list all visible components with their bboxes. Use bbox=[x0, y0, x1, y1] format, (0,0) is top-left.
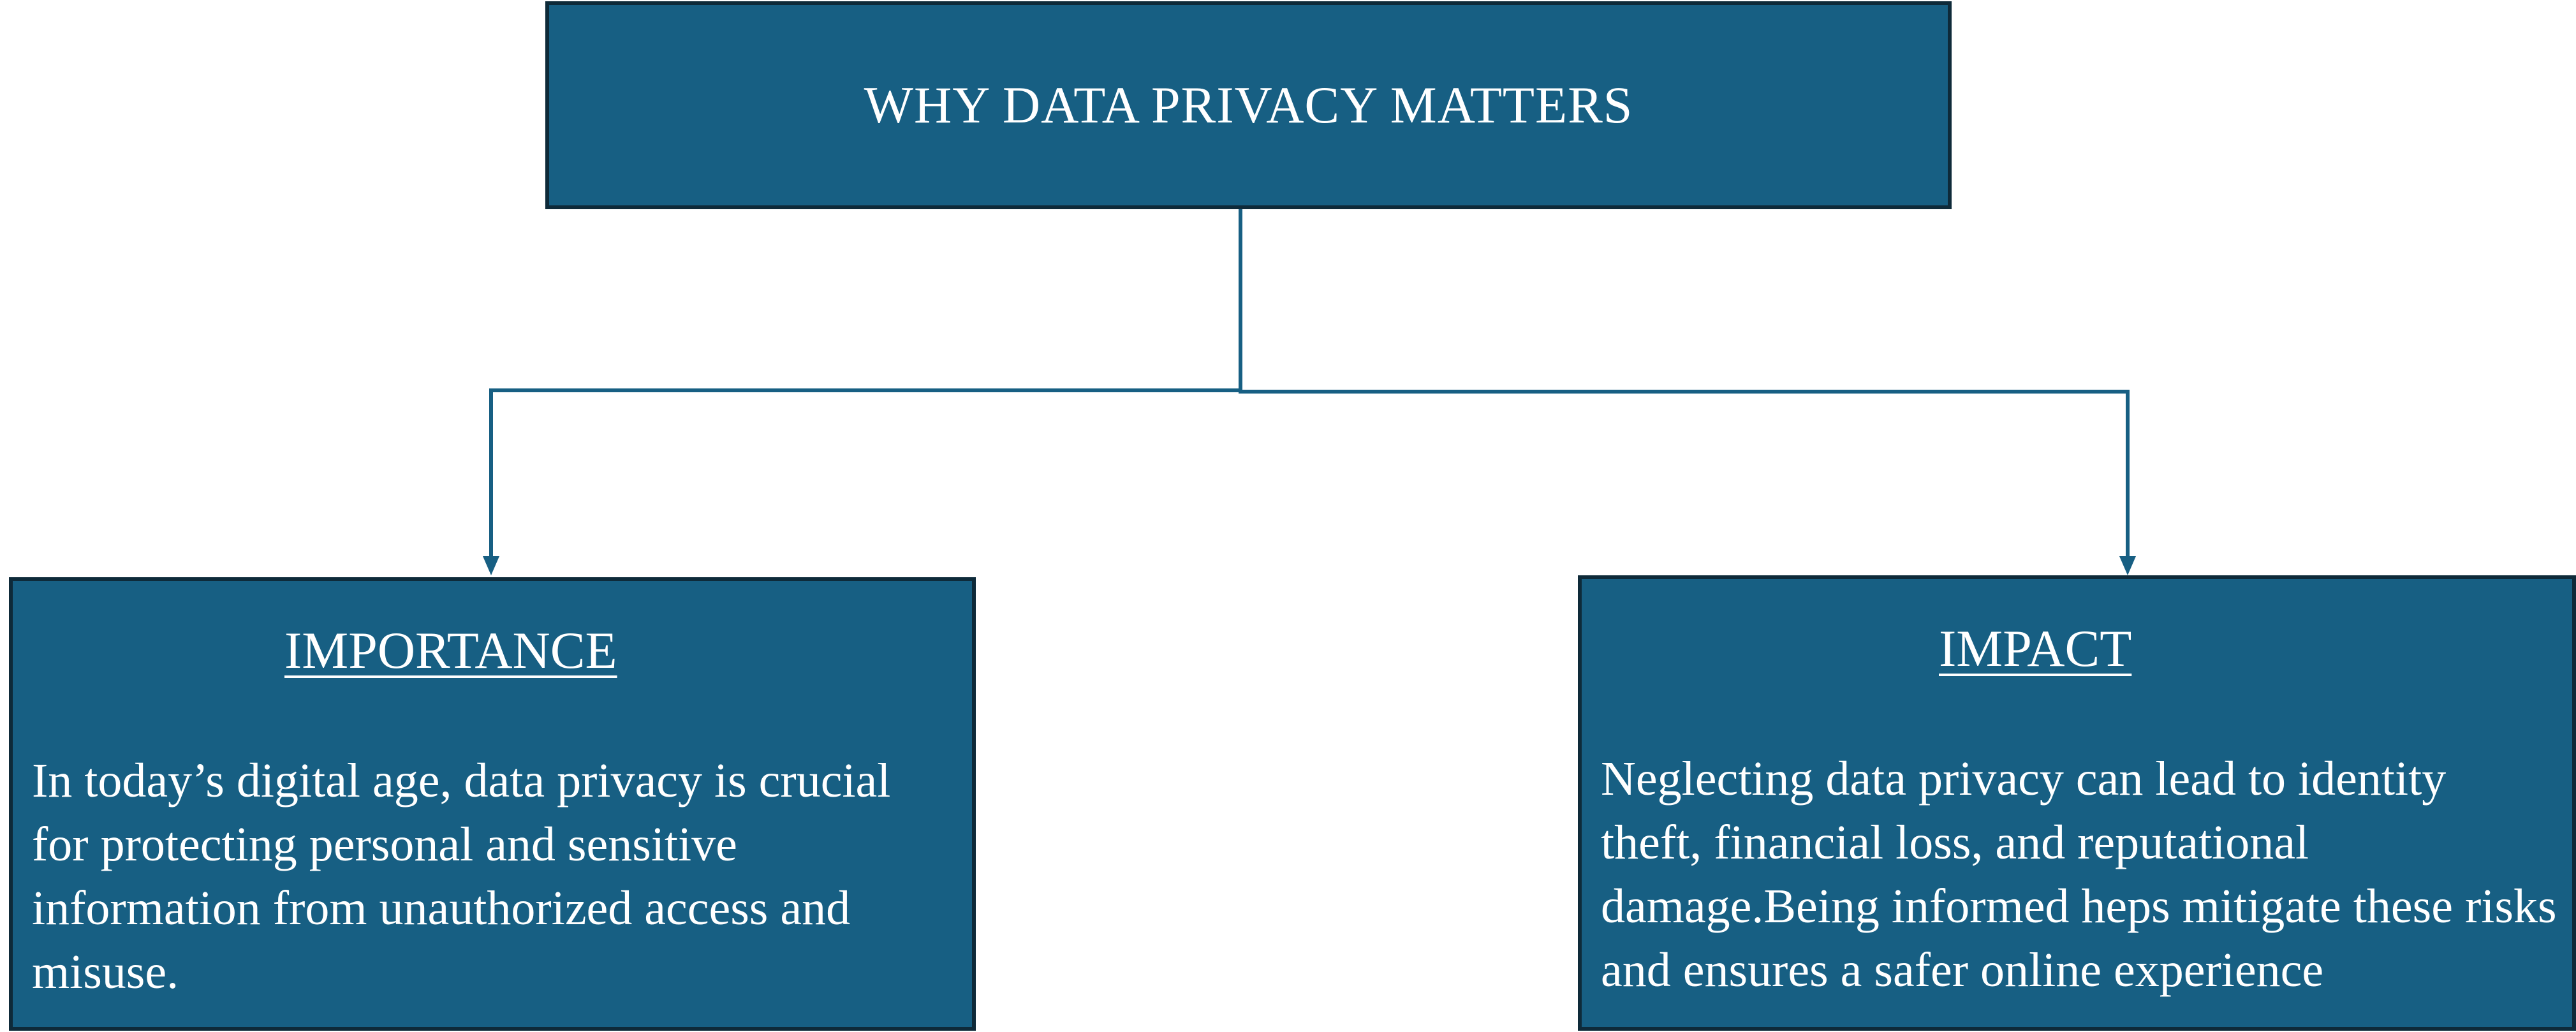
importance-node: IMPORTANCE In today’s digital age, data … bbox=[9, 577, 976, 1031]
importance-body: In today’s digital age, data privacy is … bbox=[32, 754, 891, 999]
root-node: WHY DATA PRIVACY MATTERS bbox=[545, 1, 1952, 209]
impact-body: Neglecting data privacy can lead to iden… bbox=[1601, 752, 2557, 997]
connector-to-impact bbox=[1239, 390, 2130, 566]
arrowhead-impact bbox=[2119, 556, 2136, 575]
connector-to-importance bbox=[489, 209, 1242, 568]
arrowhead-importance bbox=[483, 556, 499, 575]
root-node-title: WHY DATA PRIVACY MATTERS bbox=[864, 76, 1633, 134]
importance-heading: IMPORTANCE bbox=[284, 621, 617, 679]
impact-heading: IMPACT bbox=[1939, 619, 2132, 677]
impact-node: IMPACT Neglecting data privacy can lead … bbox=[1578, 575, 2576, 1031]
